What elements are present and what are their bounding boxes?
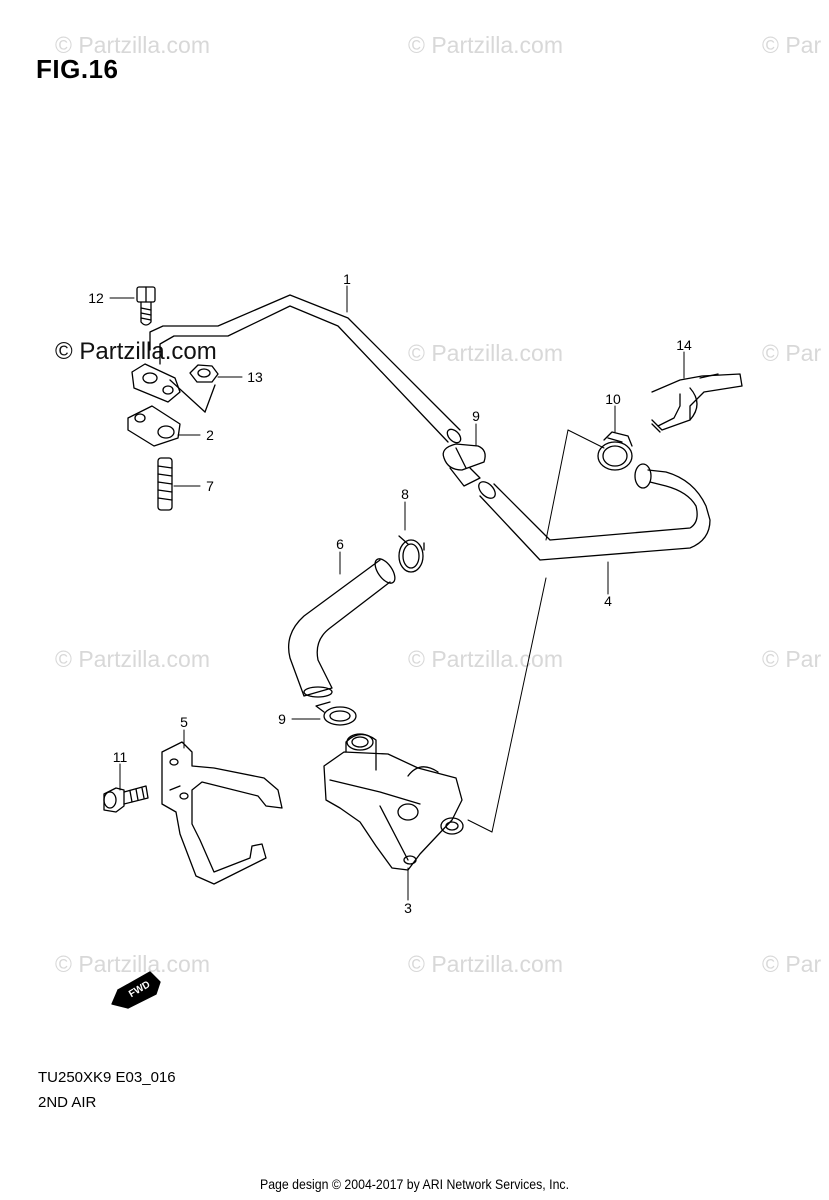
callout-10: 10 [605, 391, 621, 407]
washer-part-8 [398, 535, 425, 573]
callout-5: 5 [180, 714, 188, 730]
callout-12: 12 [88, 290, 104, 306]
callout-9-upper: 9 [472, 408, 480, 424]
gasket-part-2 [127, 405, 181, 447]
model-code: TU250XK9 E03_016 [38, 1069, 176, 1086]
reed-valve-part-3 [323, 733, 464, 871]
leader-lines [109, 285, 685, 901]
page-footer: Page design © 2004-2017 by ARI Network S… [259, 1176, 570, 1192]
watermark: © Partzilla.com [408, 646, 563, 672]
watermark: © Partzilla.com [55, 32, 210, 58]
figure-title: FIG.16 [36, 54, 119, 84]
section-name: 2ND AIR [38, 1094, 97, 1111]
watermark: © Partzilla.com [408, 340, 563, 366]
watermark: © Par [762, 951, 822, 977]
bolt-part-12 [136, 286, 156, 326]
callout-2: 2 [206, 427, 214, 443]
holder-part-14 [651, 373, 743, 433]
watermark: © Partzilla.com [55, 646, 210, 672]
air-pipe-part-1 [149, 294, 462, 444]
watermark: © Partzilla.com [408, 32, 563, 58]
clamp-part-9-upper [442, 443, 486, 487]
callout-4: 4 [604, 593, 612, 609]
nut-part-13 [169, 364, 219, 413]
callout-7: 7 [206, 478, 214, 494]
callout-3: 3 [404, 900, 412, 916]
hose-part-6 [287, 558, 396, 698]
stud-part-7 [157, 457, 173, 511]
watermark: © Par [762, 32, 822, 58]
watermark: © Par [762, 340, 822, 366]
callout-11: 11 [112, 749, 128, 765]
hose-part-4 [478, 463, 711, 561]
bolt-part-11 [103, 785, 149, 813]
forward-direction-arrow: FWD [111, 971, 161, 1009]
clamp-part-9-lower [315, 701, 357, 726]
watermark: © Partzilla.com [408, 951, 563, 977]
callout-1: 1 [343, 271, 351, 287]
callout-6: 6 [336, 536, 344, 552]
callout-8: 8 [401, 486, 409, 502]
watermark: © Par [762, 646, 822, 672]
pipe-flange [131, 363, 181, 403]
bracket-part-5 [161, 741, 283, 885]
callout-14: 14 [676, 337, 692, 353]
clamp-part-10 [597, 431, 633, 471]
watermark: © Partzilla.com [55, 951, 210, 977]
callout-13: 13 [247, 369, 263, 385]
watermark: © Partzilla.com [55, 338, 217, 365]
callout-9-lower: 9 [278, 711, 286, 727]
